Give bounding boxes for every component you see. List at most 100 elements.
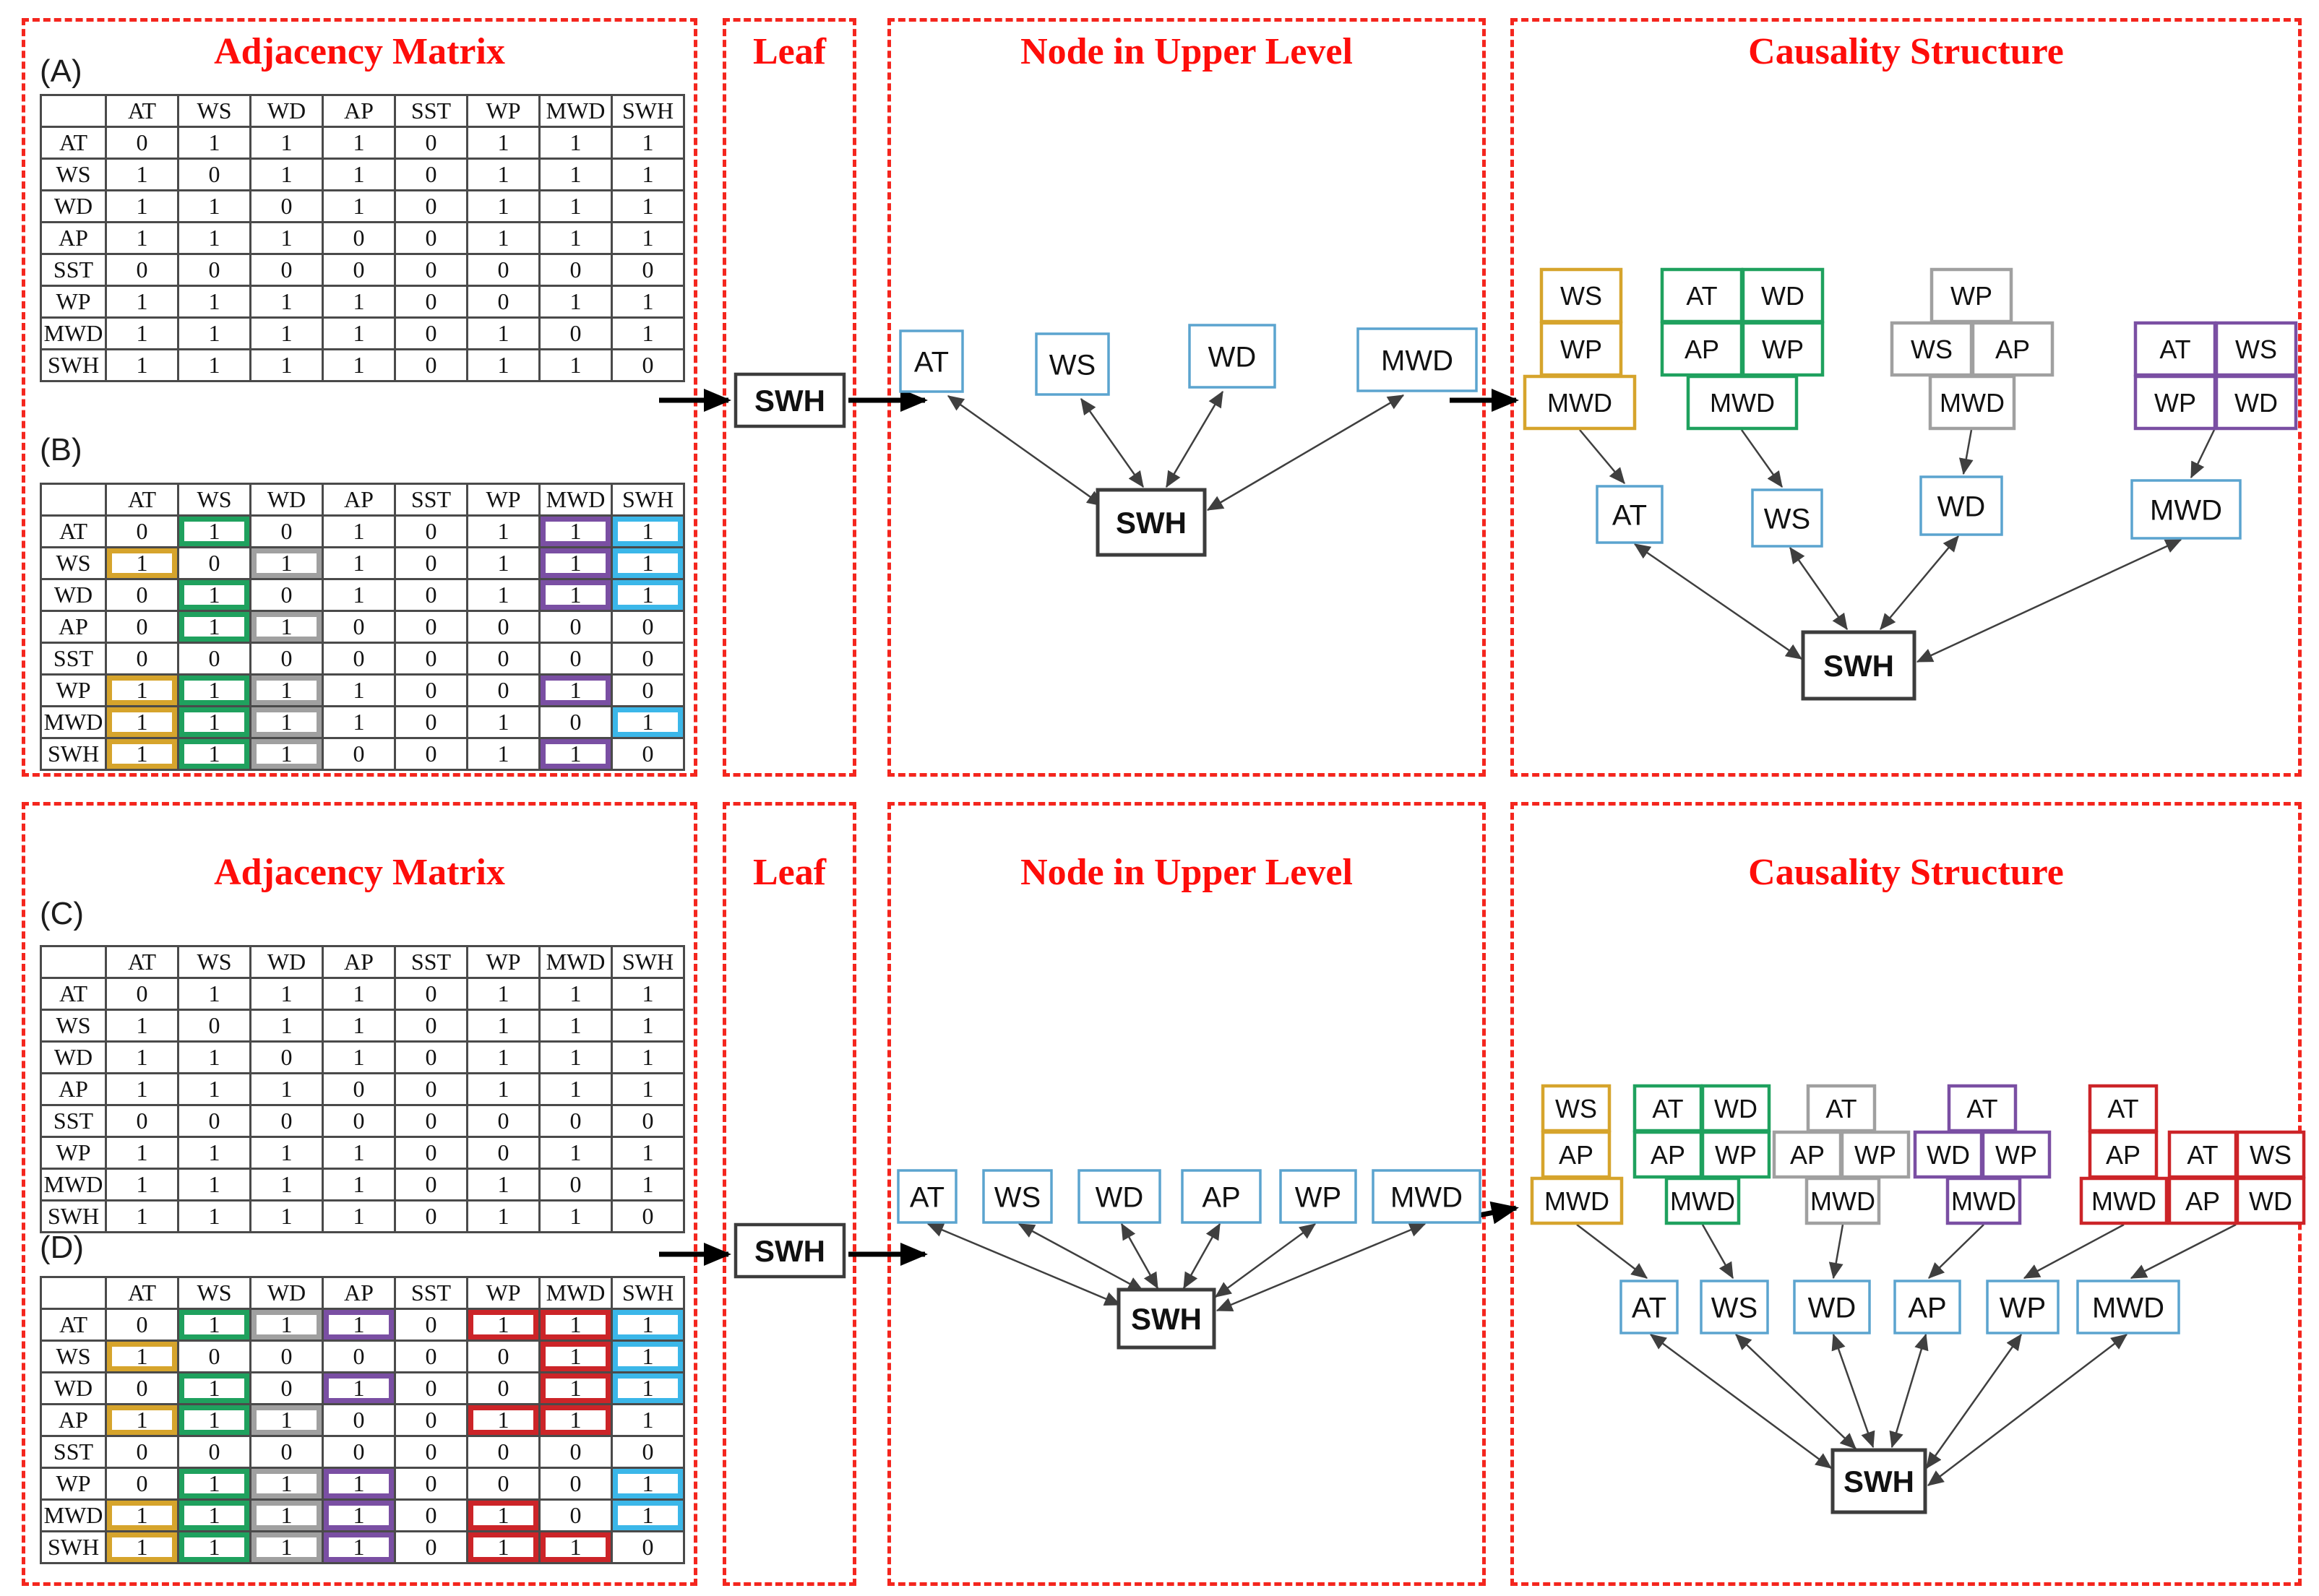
matrix-row-label: SWH <box>40 737 107 771</box>
causal-edge <box>1182 1222 1221 1290</box>
svg-text:AT: AT <box>1652 1094 1683 1123</box>
svg-text:AP: AP <box>1995 335 2030 364</box>
matrix-cell: 1 <box>177 1308 251 1342</box>
matrix-cell: 1 <box>611 285 685 319</box>
matrix-cell: 0 <box>538 1168 613 1202</box>
matrix-cell: 1 <box>322 546 396 580</box>
matrix-col-header: WS <box>177 1276 251 1310</box>
matrix-col-header: AP <box>322 945 396 979</box>
svg-text:WD: WD <box>1761 281 1804 311</box>
matrix-cell: 1 <box>538 221 613 255</box>
causal-edge <box>2190 429 2216 479</box>
matrix-cell: 1 <box>611 546 685 580</box>
matrix-cell: 0 <box>322 253 396 287</box>
matrix-cell: 0 <box>177 158 251 191</box>
matrix-cell: 0 <box>105 578 179 612</box>
group-cell-at: AT <box>2133 321 2217 377</box>
matrix-cell: 1 <box>611 1403 685 1437</box>
matrix-cell: 0 <box>105 1435 179 1469</box>
matrix-cell: 0 <box>394 316 468 350</box>
svg-text:AP: AP <box>2106 1140 2141 1170</box>
group-cell-wd: WD <box>2214 374 2298 431</box>
node-ws: WS <box>1035 332 1110 396</box>
matrix-cell: 0 <box>105 514 179 548</box>
group-cell-ws: WS <box>1890 321 1974 377</box>
matrix-cell: 0 <box>466 253 541 287</box>
group-cell-at: AT <box>1947 1084 2018 1133</box>
matrix-cell: 1 <box>611 1072 685 1106</box>
matrix-col-header: WS <box>177 483 251 517</box>
matrix-cell: 0 <box>538 642 613 676</box>
node-at: AT <box>1596 485 1664 544</box>
matrix-cell: 1 <box>105 1530 179 1564</box>
causal-edge <box>1216 1222 1427 1312</box>
svg-text:AP: AP <box>1202 1181 1240 1213</box>
title-leaf-bottom: Leaf <box>752 852 827 893</box>
matrix-cell: 1 <box>538 158 613 191</box>
matrix-cell: 1 <box>322 126 396 160</box>
node-wd: WD <box>1919 475 2003 536</box>
matrix-row-label: MWD <box>40 705 107 739</box>
svg-text:WD: WD <box>2249 1186 2292 1216</box>
svg-text:SWH: SWH <box>754 384 825 418</box>
matrix-cell: 1 <box>466 546 541 580</box>
matrix-cell: 1 <box>177 737 251 771</box>
group-cell-ap: AP <box>1971 321 2055 377</box>
matrix-col-header: WD <box>249 483 324 517</box>
causal-edge <box>1958 429 1974 475</box>
svg-text:AP: AP <box>1651 1140 1685 1170</box>
causal-edge <box>1828 1224 1844 1280</box>
matrix-cell: 0 <box>177 1340 251 1373</box>
matrix-col-header: WD <box>249 945 324 979</box>
matrix-cell: 0 <box>105 642 179 676</box>
group-cell-mwd: MWD <box>1928 374 2016 431</box>
matrix-cell: 1 <box>177 126 251 160</box>
matrix-cell: 0 <box>466 1340 541 1373</box>
svg-text:AT: AT <box>1686 281 1717 311</box>
matrix-cell: 0 <box>177 642 251 676</box>
matrix-cell: 0 <box>394 1340 468 1373</box>
group-cell-wd: WD <box>1741 267 1825 324</box>
matrix-cell: 1 <box>611 1467 685 1501</box>
group-cell-mwd: MWD <box>1664 1176 1741 1225</box>
matrix-cell: 1 <box>322 1308 396 1342</box>
matrix-col-header: SWH <box>611 945 685 979</box>
svg-text:WS: WS <box>2235 335 2277 364</box>
matrix-col-header: MWD <box>538 483 613 517</box>
matrix-cell: 1 <box>249 1072 324 1106</box>
matrix-row-label: SST <box>40 642 107 676</box>
matrix-cell: 0 <box>394 158 468 191</box>
matrix-cell: 1 <box>466 578 541 612</box>
matrix-cell: 1 <box>538 1072 613 1106</box>
matrix-cell: 1 <box>249 1498 324 1532</box>
matrix-cell: 0 <box>105 610 179 644</box>
matrix-cell: 1 <box>105 1498 179 1532</box>
svg-text:MWD: MWD <box>1951 1186 2016 1216</box>
svg-text:MWD: MWD <box>2150 494 2222 526</box>
matrix-cell: 0 <box>394 1040 468 1074</box>
causal-edge <box>1789 546 1849 631</box>
matrix-cell: 1 <box>105 705 179 739</box>
matrix-corner-cell <box>40 945 107 979</box>
matrix-cell: 1 <box>249 1530 324 1564</box>
matrix-cell: 0 <box>538 1104 613 1138</box>
title-adjacency-top: Adjacency Matrix <box>214 31 505 72</box>
panel-upper-top <box>887 18 1486 777</box>
svg-text:WD: WD <box>1208 341 1257 373</box>
panel-adjacency-top <box>22 18 697 777</box>
matrix-cell: 1 <box>105 737 179 771</box>
node-at: AT <box>1619 1280 1679 1334</box>
node-at: AT <box>899 329 964 393</box>
causal-edge <box>1120 1222 1159 1290</box>
matrix-cell: 1 <box>466 1530 541 1564</box>
matrix-cell: 0 <box>394 1168 468 1202</box>
matrix-cell: 0 <box>394 546 468 580</box>
svg-text:WS: WS <box>1711 1292 1757 1324</box>
matrix-cell: 1 <box>322 1498 396 1532</box>
causal-edge <box>1017 1222 1145 1293</box>
